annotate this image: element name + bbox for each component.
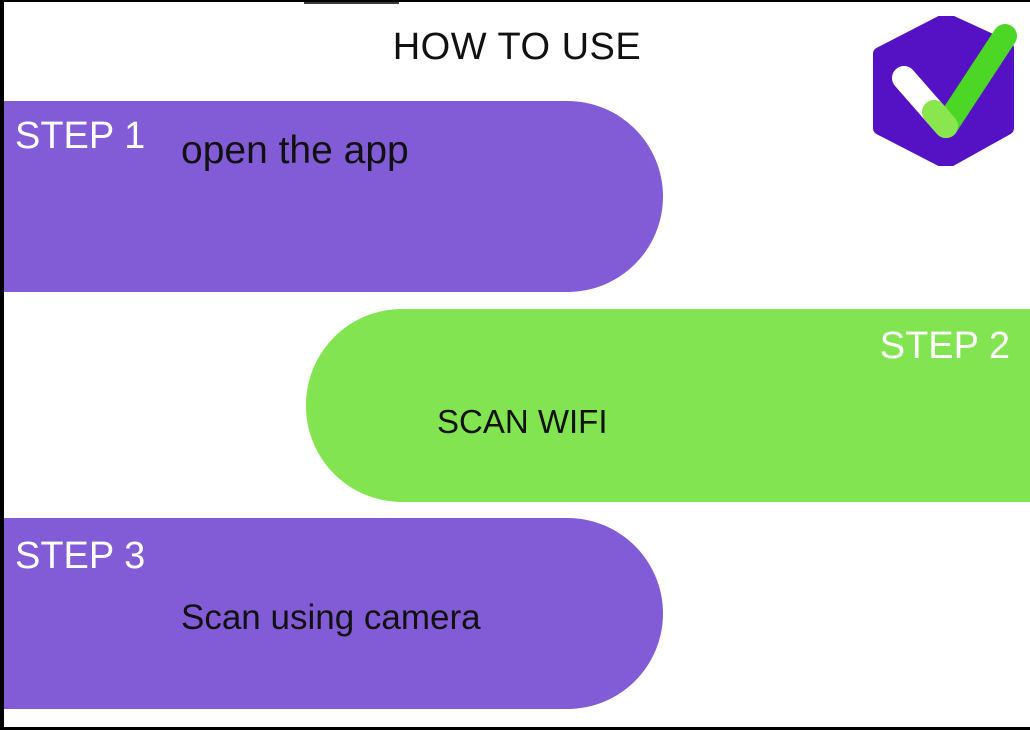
status-notch — [304, 2, 399, 4]
step-2-text: SCAN WIFI — [437, 403, 608, 440]
logo-check-long-stroke — [934, 24, 1017, 138]
page-title: HOW TO USE — [392, 26, 642, 68]
step-1-text: open the app — [181, 129, 409, 172]
step-3-label: STEP 3 — [15, 535, 146, 577]
step-3-card[interactable]: STEP 3 Scan using camera — [4, 518, 663, 709]
step-1-card[interactable]: STEP 1 open the app — [4, 101, 663, 292]
step-2-card[interactable]: STEP 2 SCAN WIFI — [306, 309, 1030, 502]
step-1-label: STEP 1 — [15, 115, 146, 157]
how-to-use-screen: HOW TO USE STEP 1 open the app STEP 2 SC… — [4, 2, 1030, 727]
step-3-text: Scan using camera — [181, 598, 481, 637]
logo-check-overlap — [922, 100, 958, 138]
checkmark-shield-logo-icon — [873, 16, 1017, 166]
step-2-label: STEP 2 — [879, 325, 1010, 367]
